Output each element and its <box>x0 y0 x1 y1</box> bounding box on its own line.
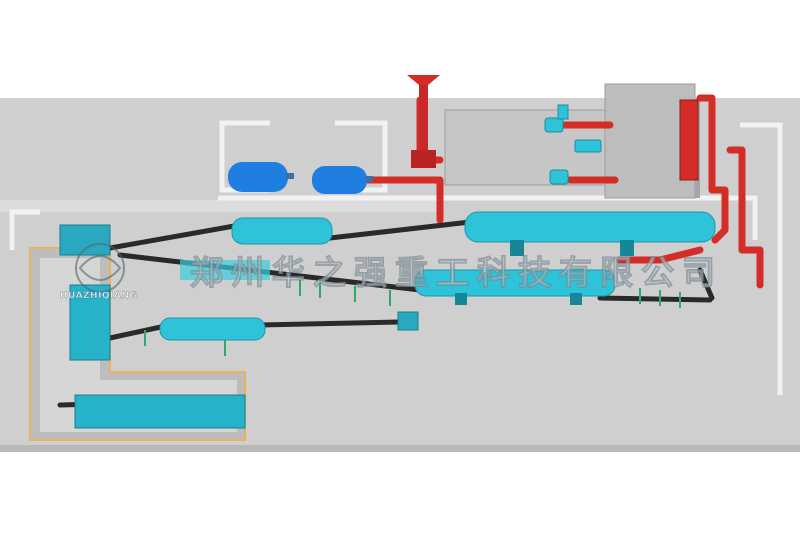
company-watermark: 郑州华之强重工科技有限公司 <box>190 253 723 293</box>
support-frames <box>144 280 681 356</box>
chimney <box>407 75 440 168</box>
logo-wordmark: HUAZHIQIANG <box>60 291 138 301</box>
screening-units <box>59 224 419 429</box>
gas-tanks <box>228 162 373 194</box>
rotary-drums <box>159 211 716 341</box>
building-block <box>444 83 700 199</box>
logo-icon <box>75 243 125 293</box>
floor-markings <box>9 120 783 395</box>
fan-units <box>544 99 699 185</box>
